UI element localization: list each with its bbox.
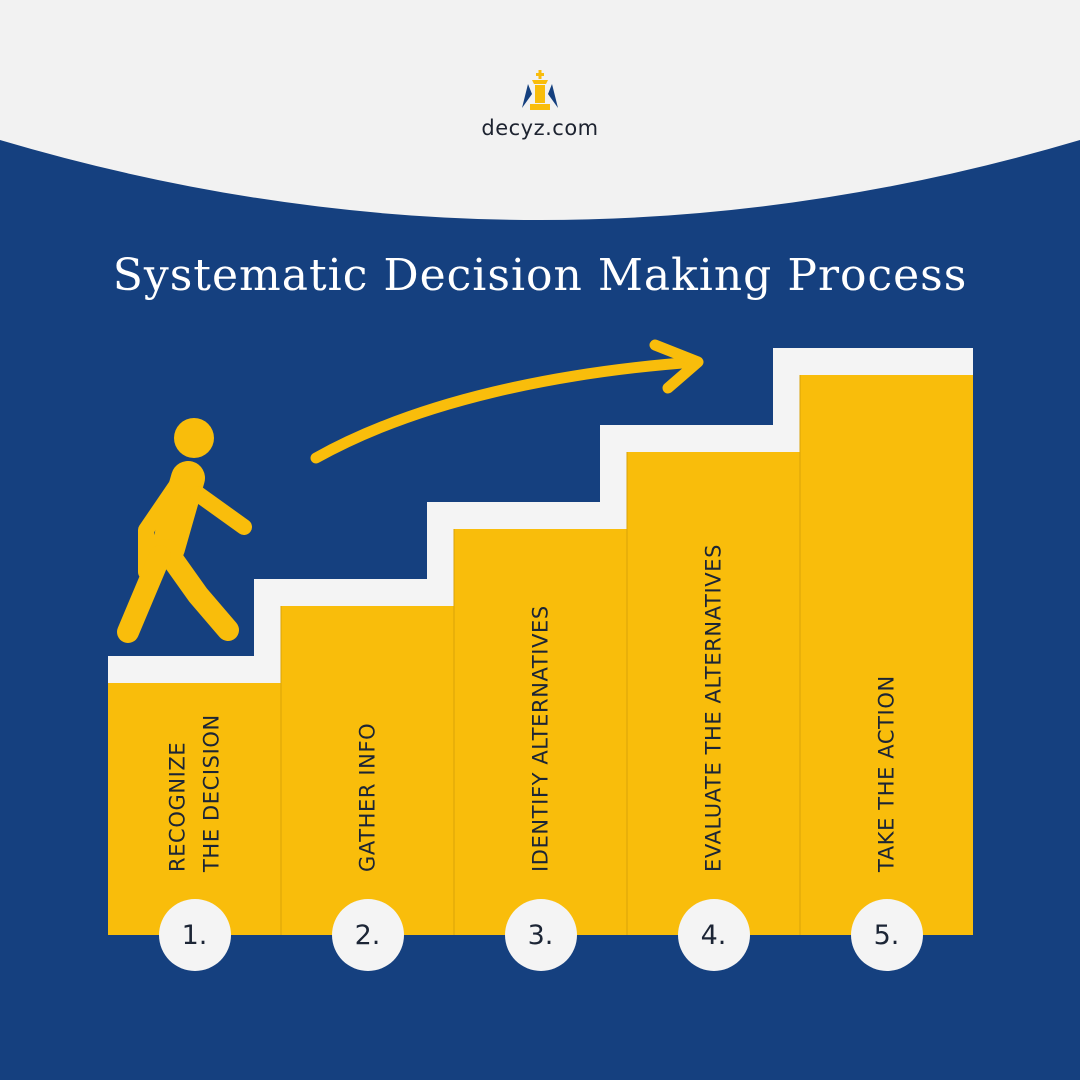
step-label: GATHER INFO bbox=[355, 722, 380, 872]
step-riser bbox=[773, 348, 800, 452]
step-cap bbox=[627, 425, 800, 452]
step-label: RECOGNIZE THE DECISION bbox=[165, 714, 224, 872]
step-block bbox=[108, 683, 281, 935]
step-number-badge: 5. bbox=[850, 899, 923, 971]
step-label: IDENTIFY ALTERNATIVES bbox=[528, 605, 553, 872]
curved-arrow-icon bbox=[310, 339, 704, 464]
staircase bbox=[108, 348, 973, 935]
step-number-badge: 4. bbox=[677, 899, 750, 971]
step-riser bbox=[427, 502, 454, 606]
step-label: TAKE THE ACTION bbox=[874, 675, 899, 872]
step-riser bbox=[600, 425, 627, 529]
step-number-badge: 2. bbox=[331, 899, 404, 971]
step-block bbox=[454, 529, 627, 935]
step-block bbox=[800, 375, 973, 935]
step-label: EVALUATE THE ALTERNATIVES bbox=[701, 543, 726, 872]
step-cap bbox=[108, 656, 281, 683]
brand-site[interactable]: decyz.com bbox=[481, 116, 599, 140]
chess-king-icon bbox=[522, 70, 558, 110]
step-cap bbox=[800, 348, 973, 375]
walking-person-icon bbox=[117, 418, 252, 643]
step-cap bbox=[454, 502, 627, 529]
page-title: Systematic Decision Making Process bbox=[112, 250, 968, 301]
step-cap bbox=[281, 579, 454, 606]
step-block bbox=[627, 452, 800, 935]
step-riser bbox=[254, 579, 281, 683]
step-number-badge: 1. bbox=[158, 899, 231, 971]
step-block bbox=[281, 606, 454, 935]
step-number-badge: 3. bbox=[504, 899, 577, 971]
